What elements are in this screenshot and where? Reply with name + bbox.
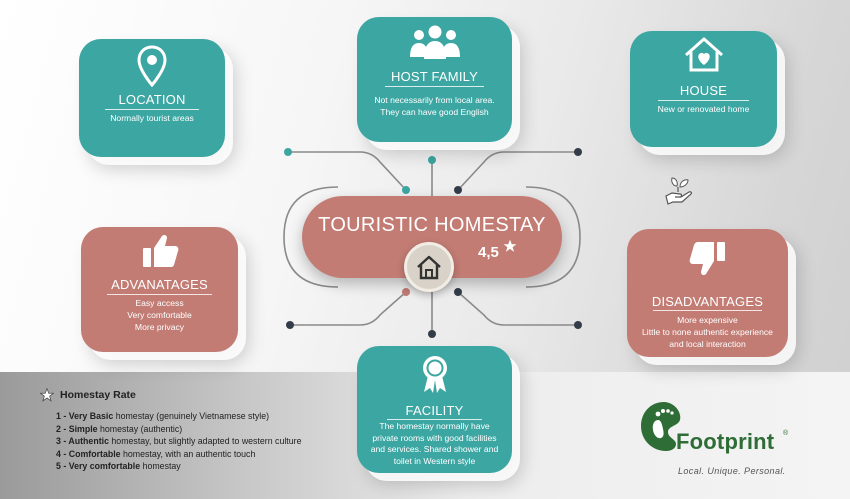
location-text: Normally tourist areas xyxy=(110,113,194,123)
house-card: HOUSE New or renovated home xyxy=(630,31,777,147)
host-family-card: HOST FAMILY Not necessarily from local a… xyxy=(357,17,512,142)
legend-item: 3 - Authentic homestay, but slightly ada… xyxy=(56,436,302,447)
advantages-title: ADVANATAGES xyxy=(111,277,208,292)
center-house-badge xyxy=(404,242,454,292)
legend-item: 1 - Very Basic homestay (genuinely Vietn… xyxy=(56,411,270,421)
facility-card: FACILITY The homestay normally have priv… xyxy=(357,346,512,473)
house-divider xyxy=(658,100,749,101)
disadvantages-title: DISADVANTAGES xyxy=(651,294,764,309)
location-title: LOCATION xyxy=(118,92,186,107)
advantages-divider xyxy=(107,294,212,295)
house-heart-icon xyxy=(630,35,777,73)
center-title: TOURISTIC HOMESTAY xyxy=(318,214,546,236)
facility-divider xyxy=(387,419,482,420)
rating-value: 4,5 xyxy=(478,244,499,261)
host-family-text: Not necessarily from local area. They ca… xyxy=(374,95,495,117)
house-text: New or renovated home xyxy=(657,104,750,114)
thumbs-up-icon xyxy=(81,233,238,269)
footprint-logo-icon xyxy=(641,402,681,451)
advantages-text: Easy access Very comfortable More privac… xyxy=(127,298,192,332)
house-title: HOUSE xyxy=(679,83,728,98)
legend-header: Homestay Rate xyxy=(40,388,301,402)
host-family-title: HOST FAMILY xyxy=(391,69,478,84)
star-icon xyxy=(503,239,517,252)
legend-item: 4 - Comfortable homestay, with an authen… xyxy=(56,448,256,459)
legend-item: 5 - Very comfortable homestay xyxy=(56,461,181,472)
eco-hand-icon xyxy=(665,177,692,205)
award-ribbon-icon xyxy=(357,354,512,394)
star-icon xyxy=(40,388,54,402)
legend-item: 2 - Simple homestay (authentic) xyxy=(56,423,183,434)
disadvantages-divider xyxy=(653,310,762,311)
house-icon xyxy=(417,255,441,280)
people-icon xyxy=(357,23,512,59)
map-pin-icon xyxy=(79,45,225,87)
facility-title: FACILITY xyxy=(405,403,464,418)
footprint-logo: Footprint ® Local. Unique. Personal. xyxy=(638,398,788,476)
logo-registered-mark: ® xyxy=(783,430,789,437)
advantages-card: ADVANATAGES Easy access Very comfortable… xyxy=(81,227,238,352)
thumbs-down-icon xyxy=(627,239,788,277)
homestay-rate-legend: Homestay Rate 1 - Very Basic homestay (g… xyxy=(40,388,302,473)
disadvantages-text: More expensive Little to none authentic … xyxy=(642,315,773,349)
location-card: LOCATION Normally tourist areas xyxy=(79,39,225,157)
legend-title: Homestay Rate xyxy=(60,389,136,401)
disadvantages-card: DISADVANTAGES More expensive Little to n… xyxy=(627,229,788,357)
facility-text: The homestay normally have private rooms… xyxy=(370,421,499,466)
host-family-divider xyxy=(385,86,484,87)
logo-tagline: Local. Unique. Personal. xyxy=(678,466,786,476)
location-divider xyxy=(105,109,199,110)
logo-wordmark: Footprint xyxy=(676,429,775,454)
